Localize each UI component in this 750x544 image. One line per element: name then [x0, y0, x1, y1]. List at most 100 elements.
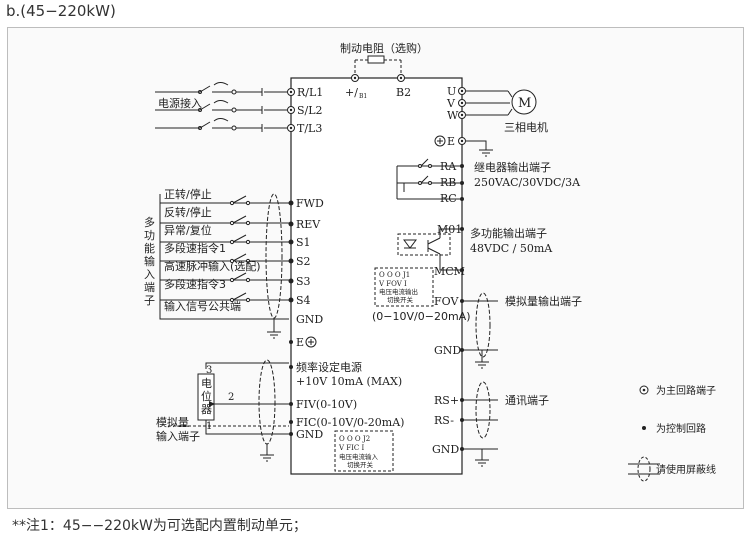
switch-blade-icon [232, 272, 247, 281]
switch-contact-icon [245, 297, 251, 303]
relay-rating: 250VAC/30VDC/3A [474, 176, 581, 189]
mfo-label: 多功能输出端子 [470, 226, 547, 240]
terminal-e-main: E [447, 135, 455, 148]
control-circuit-dot-icon [642, 426, 646, 430]
shield-comm-icon [475, 381, 491, 439]
power-input-group: 电源接入 R/L1 S/L2 T/L3 [155, 82, 323, 135]
supply-value: +10V 10mA (MAX) [296, 375, 402, 388]
pot-char-1: 电 [201, 377, 212, 390]
inputs-group-label-char: 多 [144, 215, 155, 229]
switch-contact-icon [245, 239, 251, 245]
jumper-j1-row3: 电压电流输出 [379, 287, 418, 296]
switch-blade-icon [232, 234, 247, 243]
jumper-j2-group: O O O J2 V FIC I 电压电流输入 切换开关 [334, 430, 394, 472]
terminal-dot-icon [288, 258, 294, 264]
switch-blade-icon [232, 195, 247, 204]
legend-label-2: 请使用屏蔽线 [656, 463, 716, 476]
terminal-dot-icon [288, 239, 294, 245]
motor-group: U V W M 三相电机 E [434, 85, 548, 157]
terminal-dot-icon [288, 297, 294, 303]
terminal-comm-gnd: GND [432, 443, 459, 456]
jumper-j2-row2: V FIC I [338, 444, 364, 452]
terminal-rs-plus: RS+ [434, 394, 459, 407]
jumper-j2-row4: 切换开关 [347, 460, 374, 469]
terminal-t: T/L3 [297, 122, 322, 135]
terminal-s1: S1 [296, 236, 311, 249]
jumper-j1-box [374, 267, 434, 307]
analog-output-group: FOV (0−10V/0−20mA) GND 模拟量输出端子 [372, 292, 582, 369]
switch-contact-icon [245, 258, 251, 264]
legend: 为主回路端子 为控制回路 请使用屏蔽线 [628, 384, 716, 482]
analog-input-group: 频率设定电源 +10V 10mA (MAX) FIV(0-10V) FIC(0-… [156, 359, 404, 462]
terminal-s: S/L2 [297, 104, 323, 117]
terminal-b1-sub: B1 [359, 93, 367, 100]
terminal-w: W [447, 109, 459, 122]
shield-inputs-icon [265, 193, 283, 319]
jumper-j2-row1: O O O J2 [339, 435, 370, 443]
terminal-s2: S2 [296, 255, 311, 268]
shield-ai-icon [258, 359, 276, 445]
shielded-wire-icon [637, 456, 651, 482]
jumper-j1-group: O O O J1 V FOV I 电压电流输出 切换开关 [374, 267, 434, 307]
terminal-b1-label: +/ [345, 86, 358, 99]
legend-label-1: 为控制回路 [656, 422, 706, 435]
motor-icon [511, 89, 537, 115]
jumper-j1-row1: O O O J1 [379, 271, 410, 279]
analog-input-label-1: 模拟量 [156, 415, 189, 429]
terminal-fic: FIC(0-10V/0-20mA) [296, 416, 404, 429]
terminal-rev: REV [296, 218, 321, 231]
analog-output-label: 模拟量输出端子 [505, 294, 582, 308]
terminal-mcm: MCM [434, 265, 465, 278]
inputs-group-label-char: 入 [144, 268, 155, 281]
mfo-group: M01 MCM 多功能输出端子 48VDC / 50mA [397, 223, 553, 278]
terminal-u: U [447, 85, 456, 98]
analog-output-range: (0−10V/0−20mA) [372, 310, 470, 323]
page-title: b.(45−220kW) [6, 2, 116, 20]
switch-blade-icon [232, 253, 247, 262]
relay-label: 继电器输出端子 [474, 160, 551, 174]
mfo-rating: 48VDC / 50mA [470, 242, 553, 255]
terminal-fov: FOV [434, 295, 459, 308]
footnote: **注1：45−−220kW为可选配内置制动单元； [12, 518, 307, 534]
inputs-group-label-char: 子 [144, 294, 155, 307]
pot-pin3: 3 [206, 365, 212, 376]
terminal-r: R/L1 [297, 86, 323, 99]
terminal-v: V [446, 97, 456, 110]
terminal-fov-gnd: GND [434, 344, 461, 357]
input-label-s3: 高速脉冲输入(选配) [164, 259, 261, 273]
supply-label: 频率设定电源 [296, 360, 362, 374]
pot-pin2: 2 [228, 392, 234, 403]
terminal-s4: S4 [296, 294, 311, 307]
brake-resistor-group: 制动电阻（选购） +/ B1 B2 [340, 41, 428, 100]
legend-label-0: 为主回路端子 [656, 384, 716, 397]
terminal-gnd-in: GND [296, 313, 323, 326]
switch-contact-icon [245, 277, 251, 283]
input-label-s1: 异常/复位 [164, 223, 212, 237]
terminal-b2-label: B2 [396, 86, 411, 99]
optocoupler-icon [397, 233, 451, 256]
inputs-group-label-char: 端 [144, 281, 155, 294]
switch-contact-icon [245, 200, 251, 206]
inputs-group-label-char: 输 [144, 254, 155, 268]
power-input-label: 电源接入 [158, 96, 202, 110]
terminal-dot-icon [288, 221, 294, 227]
inputs-group-label-char: 功 [144, 229, 155, 242]
switch-blade-icon [232, 215, 247, 224]
terminal-s3: S3 [296, 275, 311, 288]
input-label-gnd: 输入信号公共端 [164, 299, 241, 313]
terminal-fiv: FIV(0-10V) [296, 398, 357, 411]
switch-blade-icon [232, 292, 247, 301]
terminal-dot-icon [288, 278, 294, 284]
comm-group: RS+ RS- GND 通讯端子 [432, 381, 549, 467]
input-label-s2: 多段速指令1 [164, 241, 226, 255]
jumper-j1-row2: V FOV I [378, 280, 407, 288]
terminal-e-ctrl: E [296, 336, 304, 349]
jumper-j2-row3: 电压电流输入 [339, 452, 379, 461]
terminal-rs-minus: RS- [434, 414, 454, 427]
brake-resistor-label: 制动电阻（选购） [340, 41, 428, 55]
brake-resistor-icon [367, 55, 385, 64]
terminal-gnd-ai: GND [296, 428, 323, 441]
pot-char-2: 位 [201, 389, 212, 403]
